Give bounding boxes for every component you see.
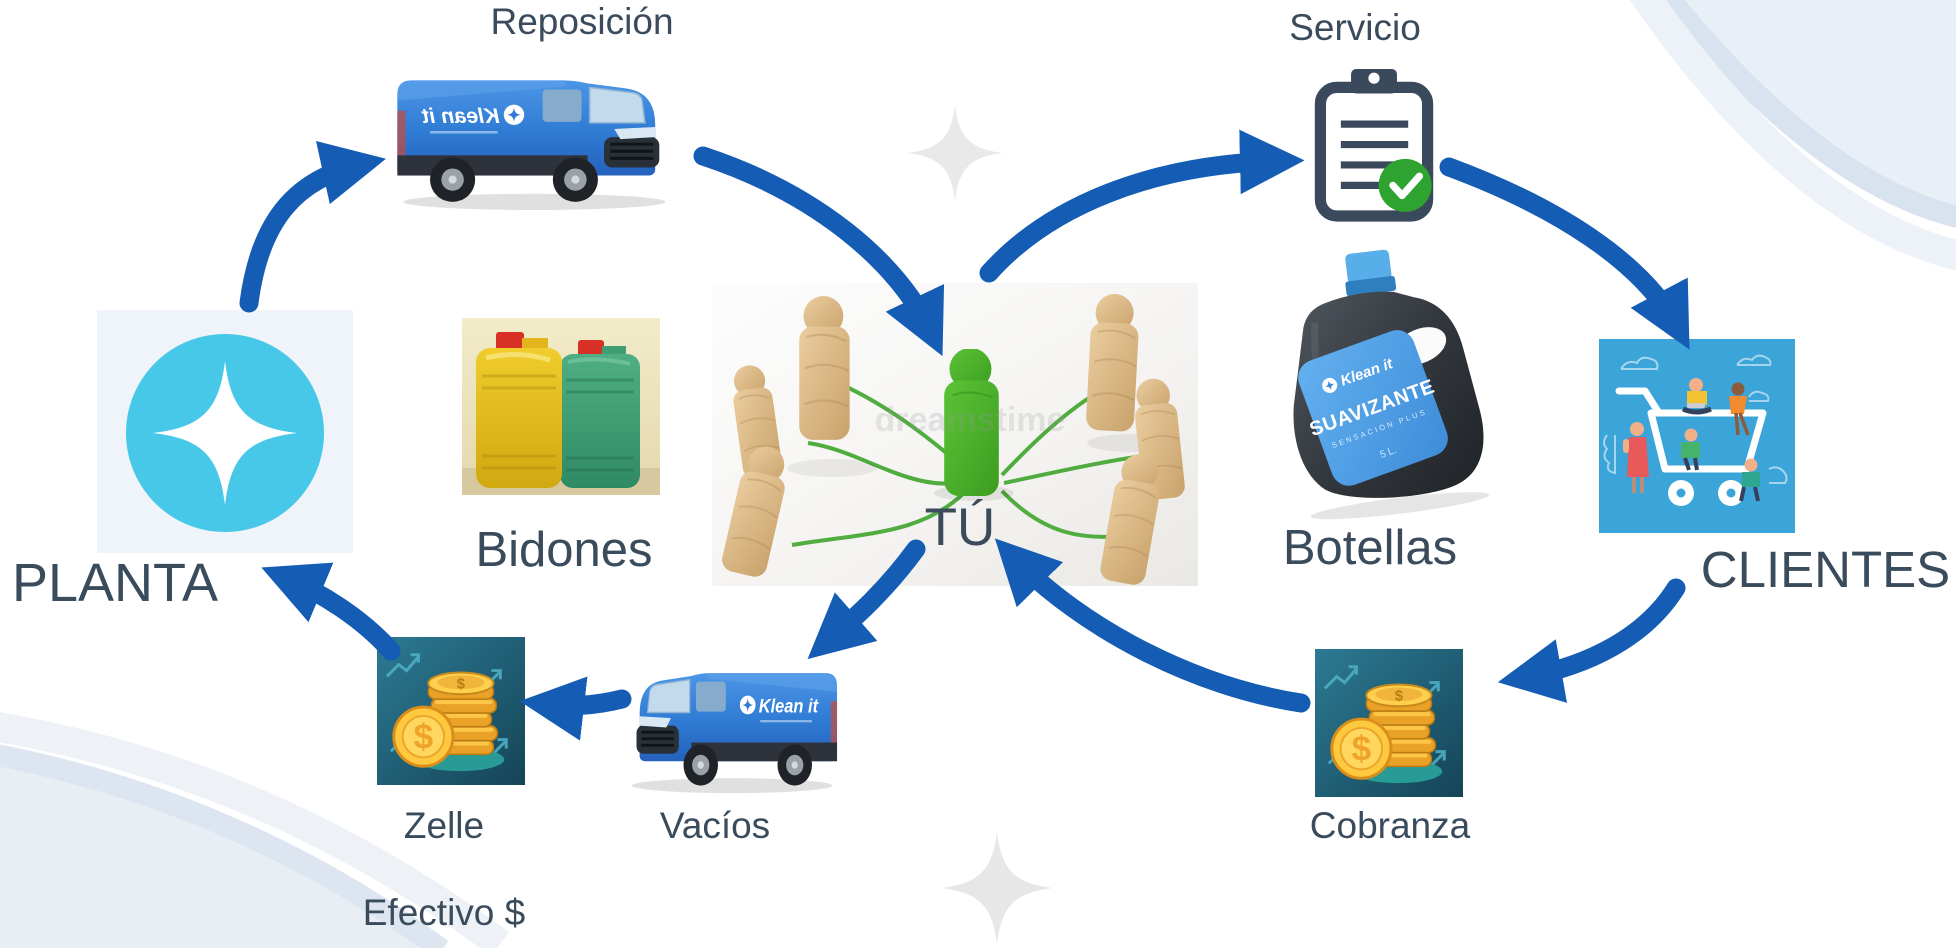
botellas-image: Klean it SUAVIZANTE SENSACIÓN PLUS 5 L. [1262,245,1502,520]
arrow-zelle-to-planta [261,562,401,661]
green-figure [934,349,1014,501]
corner-arc-top-right [1629,0,1956,271]
label-cobranza: Cobranza [1309,805,1471,846]
arrow-planta-to-reposicion [239,141,386,313]
cart-wheels [1668,480,1744,506]
label-bidones: Bidones [475,523,653,577]
sparkle-top [907,105,1003,201]
label-tu: TÚ [924,498,996,557]
clouds-icon [1603,354,1788,484]
people-figures [1623,378,1760,502]
label-reposicion: Reposición [490,1,674,42]
clientes-image [1599,339,1795,533]
bottle-size-text: 5 L. [1379,445,1398,461]
label-planta: PLANTA [11,553,219,613]
label-vacios: Vacíos [659,805,771,846]
planta-logo-tile [97,310,353,553]
watermark-text: dreamstime [875,401,1066,439]
label-clientes: CLIENTES [1700,541,1951,598]
tu-network-image: dreamstime [712,283,1198,586]
label-servicio: Servicio [1289,7,1421,48]
label-pago: Zelle Efectivo $ [340,804,548,935]
label-pago-line2: Efectivo $ [362,892,526,934]
bidones-image [462,318,660,495]
reposicion-van-image [383,50,690,212]
vacios-van-image [613,645,848,795]
yellow-jug-icon [476,332,562,488]
servicio-clipboard-icon [1300,60,1448,225]
arrow-vacios-to-zelle [519,676,632,741]
sparkle-bottom [941,832,1053,944]
zelle-coins-image [377,637,525,785]
suavizante-bottle-icon: Klean it SUAVIZANTE SENSACIÓN PLUS 5 L. [1293,249,1490,520]
label-pago-line1: Zelle [403,805,485,846]
green-jug-icon [560,340,640,488]
cobranza-coins-image [1315,648,1463,798]
label-botellas: Botellas [1282,521,1458,575]
wooden-figures [718,291,1187,586]
arrow-tu-to-servicio [979,129,1305,283]
arrow-clientes-to-cobranza [1497,578,1686,703]
check-circle-icon [1378,158,1432,212]
planta-logo-icon [126,334,324,532]
